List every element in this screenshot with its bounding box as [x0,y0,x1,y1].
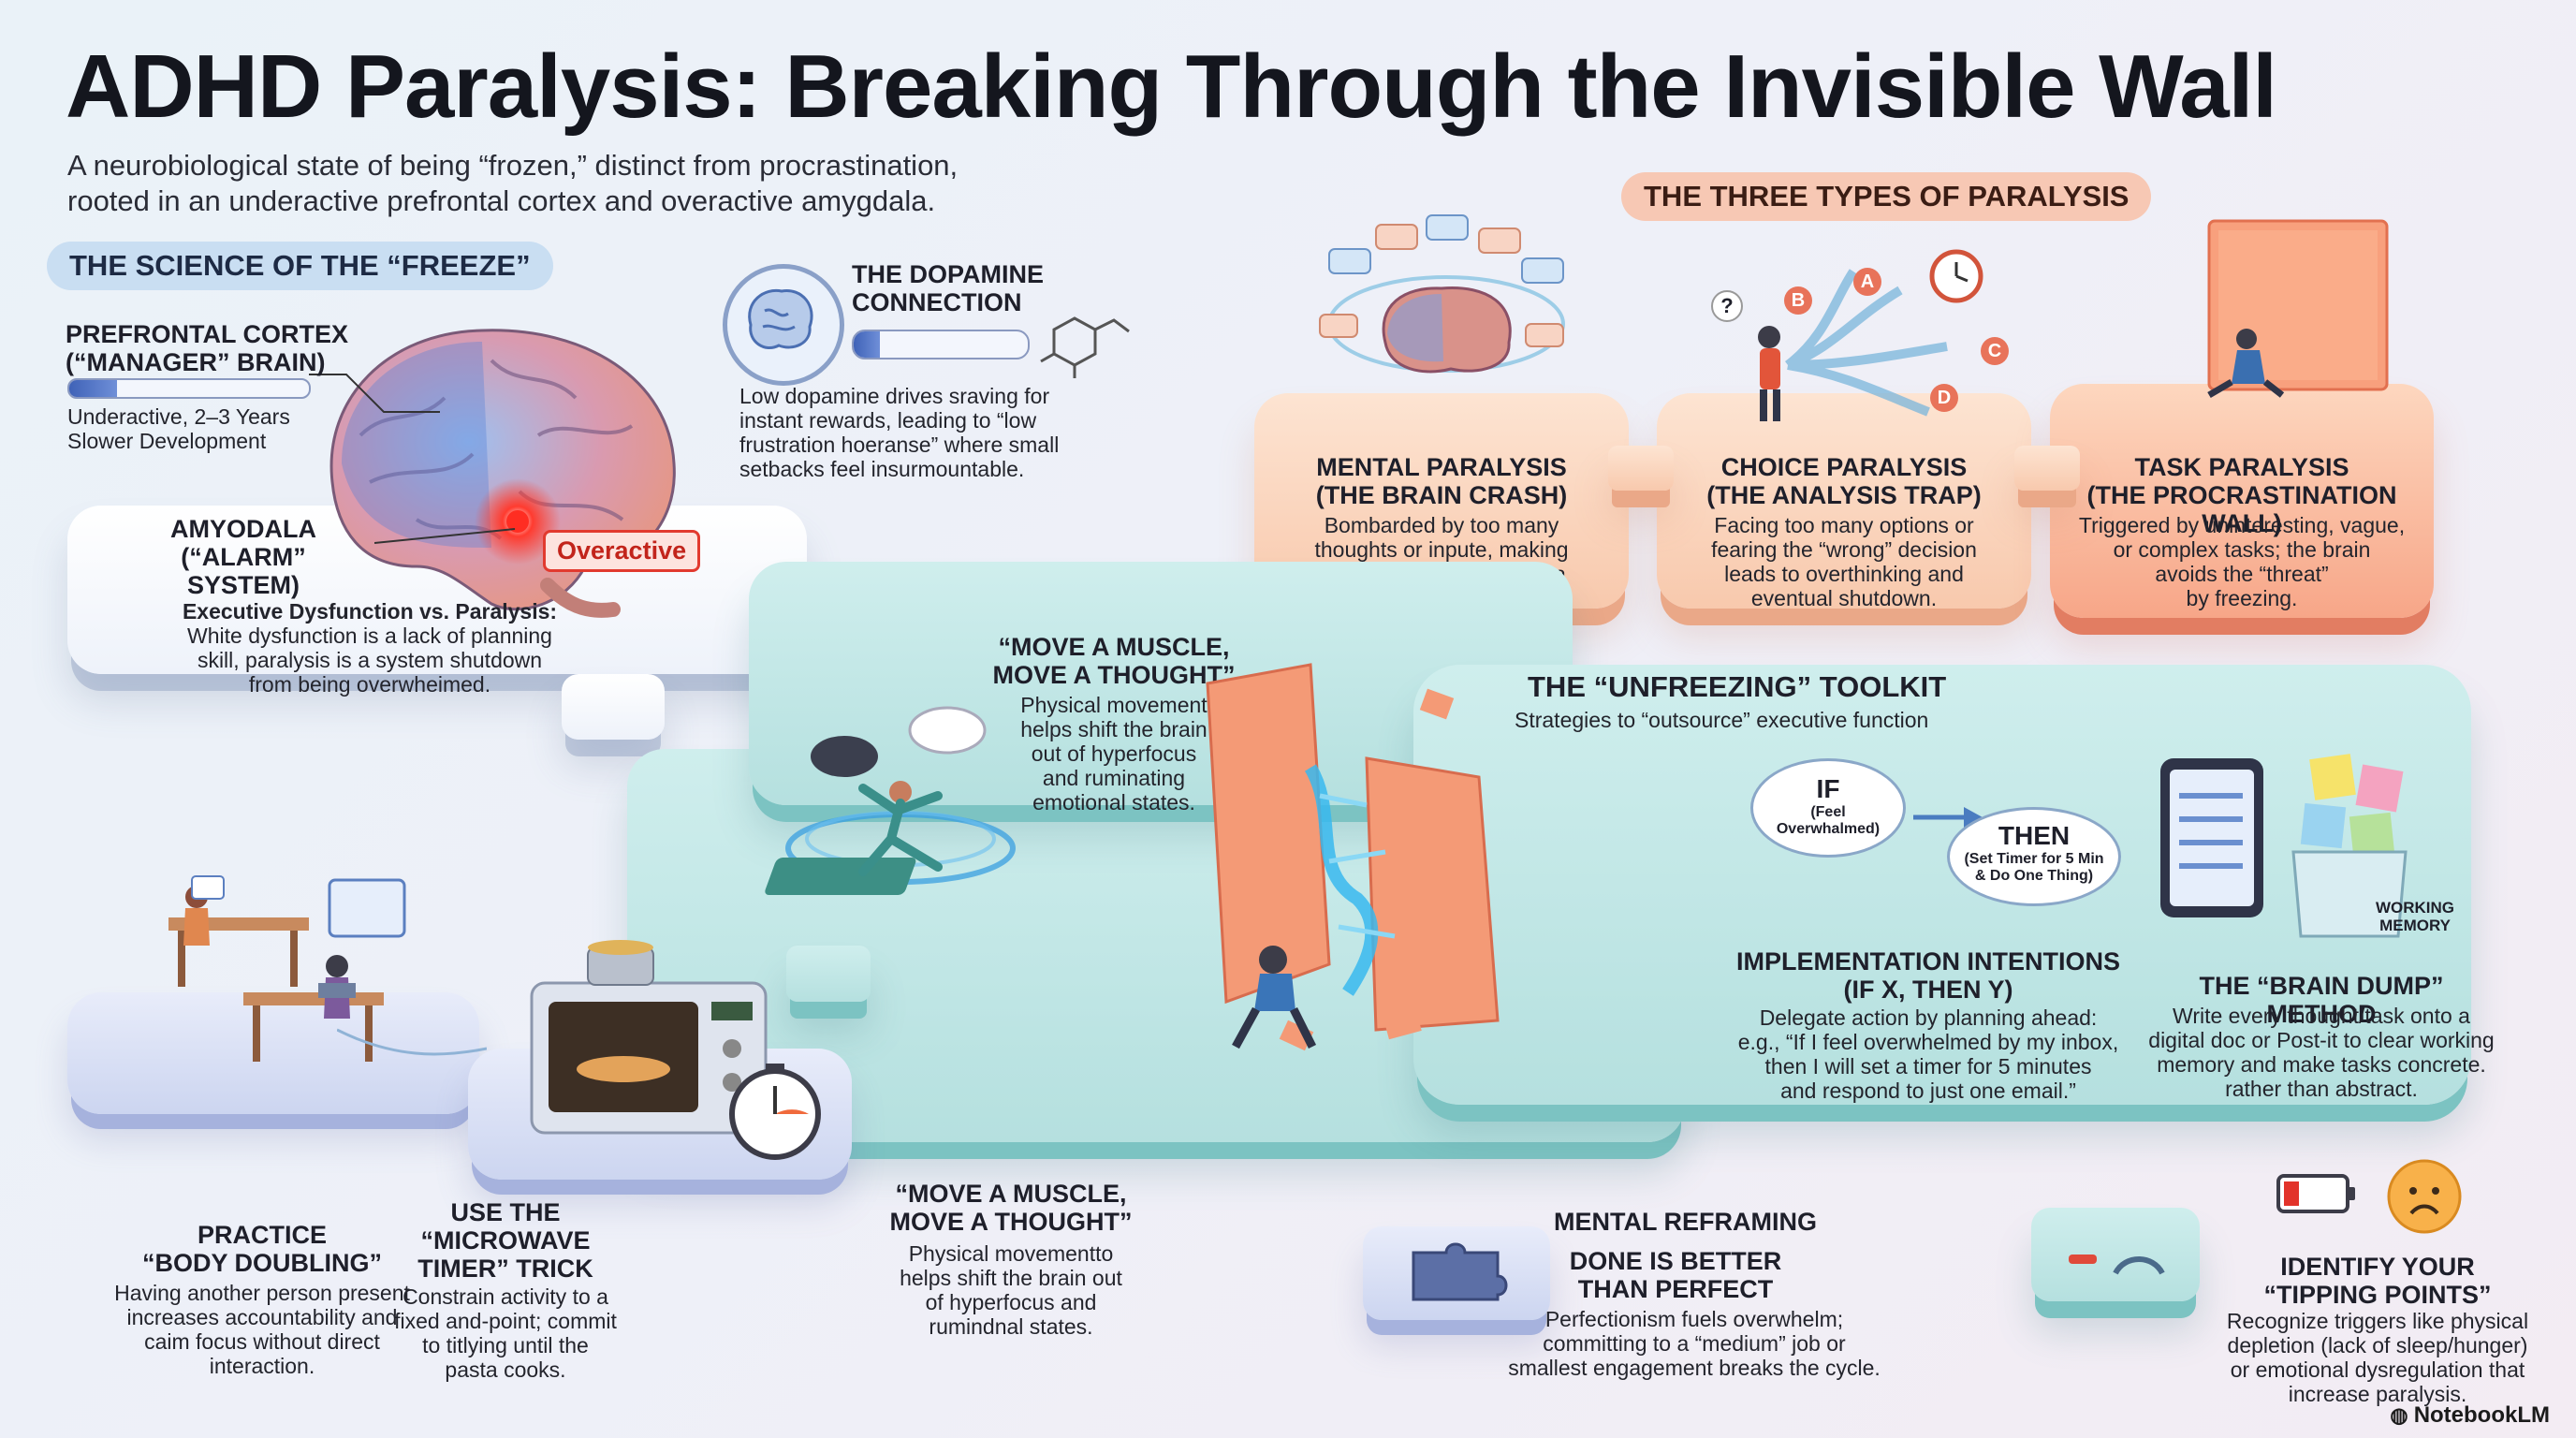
connector-curve [337,1028,487,1056]
impl-title: IMPLEMENTATION INTENTIONS (IF X, THEN Y) [1736,947,2120,1004]
science-pill: THE SCIENCE OF THE “FREEZE” [47,242,553,290]
pfc-activity-bar [67,378,311,399]
brain-crash-illustration [1319,214,1565,374]
option-badge-d: D [1930,384,1958,412]
move2-description: Physical movementto helps shift the brai… [900,1241,1122,1339]
dopamine-title: THE DOPAMINE CONNECTION [852,260,1045,316]
low-battery-icon [2276,1174,2355,1213]
types-pill: THE THREE TYPES OF PARALYSIS [1621,172,2152,221]
body-doubling-illustration [168,875,406,1062]
body-doubling-title: PRACTICE “BODY DOUBLING” [141,1221,382,1277]
move-description: Physical movement helps shift the brain … [1020,693,1208,814]
reframing-description: Perfectionism fuels overwhelm; committin… [1508,1307,1881,1380]
if-cloud: IF (Feel Overwhalmed) [1750,758,1906,858]
option-badge-c: C [1981,337,2009,365]
dopamine-brain-badge [723,264,844,386]
exec-dysfunction-block: Executive Dysfunction vs. Paralysis: Whi… [182,599,558,697]
notebooklm-brand: ◍ NotebookLM [2390,1402,2550,1428]
platform-step [1608,446,1674,491]
task-title: TASK PARALYSIS (THE PROCRASTINATION WALL… [2086,453,2397,537]
mental-title: MENTAL PARALYSIS (THE BRAIN CRASH) [1315,453,1568,509]
brain-dump-description: Write every thought/task onto a digital … [2148,1004,2495,1101]
wall-illustration [2207,219,2389,399]
platform-step [2014,446,2080,491]
reframing-subtitle: DONE IS BETTER THAN PERFECT [1569,1247,1782,1303]
task-platform [2050,384,2434,618]
option-badge-b: B [1784,286,1812,315]
overactive-tag: Overactive [543,530,701,572]
breaking-wall-illustration [1206,663,1500,1051]
choice-platform [1657,393,2031,609]
move2-title: “MOVE A MUSCLE, MOVE A THOUGHT” [889,1180,1133,1236]
dopamine-description: Low dopamine drives sraving for instant … [739,384,1060,481]
amygdala-pointer-line [374,528,516,544]
dopamine-level-bar [852,330,1030,360]
pfc-pointer-line [309,374,440,413]
question-bubble: ? [1711,290,1743,322]
pfc-activity-fill [69,380,118,397]
microwave-description: Constrain activity to a fixed and-point;… [394,1284,617,1382]
brain-illustration [329,329,676,618]
move-title: “MOVE A MUSCLE, MOVE A THOUGHT” [992,633,1236,689]
notebooklm-logo-icon: ◍ [2390,1403,2414,1427]
choice-title: CHOICE PARALYSIS (THE ANALYSIS TRAP) [1706,453,1982,509]
working-memory-label: WORKING MEMORY [2375,899,2455,934]
tipping-platform [2031,1208,2200,1301]
brain-icon [748,288,813,349]
page-subtitle: A neurobiological state of being “frozen… [67,149,959,217]
choice-illustration [1758,249,1983,421]
dopamine-level-fill [854,331,880,358]
microwave-illustration [530,940,821,1160]
tipping-title: IDENTIFY YOUR “TIPPING POINTS” [2263,1253,2492,1309]
body-doubling-description: Having another person present increases … [114,1281,410,1378]
then-cloud: THEN (Set Timer for 5 Min & Do One Thing… [1947,807,2121,906]
brain-dump-title: THE “BRAIN DUMP” METHOD [2199,972,2444,1028]
microwave-title: USE THE “MICROWAVE TIMER” TRICK [417,1198,593,1283]
yoga-illustration [765,706,1016,895]
platform-connector [562,674,665,740]
pfc-title: PREFRONTAL CORTEX (“MANAGER” BRAIN) [66,320,349,376]
platform-step [786,946,871,1002]
amygdala-title: AMYODALA (“ALARM” SYSTEM) [170,515,316,599]
dopamine-molecule-icon [1040,316,1130,378]
puzzle-piece-icon [1412,1242,1508,1301]
option-badge-a: A [1853,268,1881,296]
page-title: ADHD Paralysis: Breaking Through the Inv… [66,37,2277,137]
task-description: Triggered by uninteresting, vague, or co… [2078,513,2406,610]
sad-face-icon [2387,1159,2462,1234]
toolkit-title: THE “UNFREEZING” TOOLKIT [1528,670,1947,703]
tipping-description: Recognize triggers like physical depleti… [2226,1309,2529,1406]
impl-description: Delegate action by planning ahead: e.g.,… [1737,1005,2119,1103]
choice-description: Facing too many options or fearing the “… [1711,513,1977,610]
pfc-description: Underactive, 2–3 Years Slower Developmen… [67,404,290,453]
sad-face-tile-icon [2069,1255,2165,1275]
toolkit-subtitle: Strategies to “outsource” executive func… [1515,708,1929,732]
reframing-title: MENTAL REFRAMING [1554,1208,1817,1236]
brain-dump-illustration [2160,754,2408,938]
